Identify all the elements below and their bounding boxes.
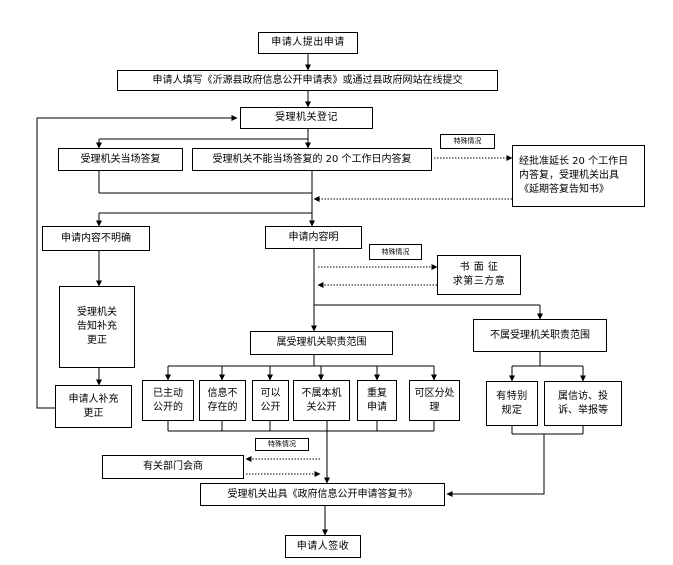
notify-correction-box: 受理机关 告知补充 更正 xyxy=(59,286,135,368)
issue-reply-box: 受理机关出具《政府信息公开申请答复书》 xyxy=(200,483,445,506)
register-box: 受理机关登记 xyxy=(240,107,373,129)
applicant-correction-box: 申请人补充 更正 xyxy=(55,385,132,428)
dept-consult-box: 有关部门会商 xyxy=(102,455,244,479)
special-case-label-dept-consult: 特殊情况 xyxy=(255,438,309,451)
category-proactively-disclosed-box: 已主动 公开的 xyxy=(142,380,194,421)
content-clear-box: 申请内容明 xyxy=(265,226,362,249)
arrow-out-scope-to-issue-reply xyxy=(446,434,545,497)
petition-report-box: 属信访、投 诉、举报等 xyxy=(544,381,622,426)
category-partial-disclose-box: 可区分处 理 xyxy=(409,380,460,421)
special-case-label-third-party: 特殊情况 xyxy=(369,244,422,260)
extend-20-days-box: 经批准延长 20 个工作日 内答复，受理机关出具 《延期答复告知书》 xyxy=(512,145,645,207)
category-repeat-request-box: 重复 申请 xyxy=(357,380,397,421)
category-info-not-exist-box: 信息不 存在的 xyxy=(199,380,246,421)
applicant-sign-box: 申请人签收 xyxy=(285,535,361,558)
content-unclear-box: 申请内容不明确 xyxy=(42,226,150,251)
apply-box: 申请人提出申请 xyxy=(258,32,358,54)
special-rules-box: 有特别 规定 xyxy=(486,381,538,426)
out-of-scope-box: 不属受理机关职责范围 xyxy=(473,319,607,352)
arrow-correction-loop-to-register xyxy=(36,115,238,409)
in-scope-box: 属受理机关职责范围 xyxy=(250,331,393,355)
category-not-disclosable-box: 不属本机 关公开 xyxy=(293,380,350,421)
written-third-party-box: 书 面 征 求第三方意 xyxy=(437,255,521,295)
answer-on-spot-box: 受理机关当场答复 xyxy=(58,148,183,171)
special-case-label-extension: 特殊情况 xyxy=(440,134,495,149)
category-can-disclose-box: 可以 公开 xyxy=(252,380,289,421)
fill-form-box: 申请人填写《沂源县政府信息公开申请表》或通过县政府网站在线提交 xyxy=(117,70,498,91)
answer-20-days-box: 受理机关不能当场答复的 20 个工作日内答复 xyxy=(192,148,432,171)
